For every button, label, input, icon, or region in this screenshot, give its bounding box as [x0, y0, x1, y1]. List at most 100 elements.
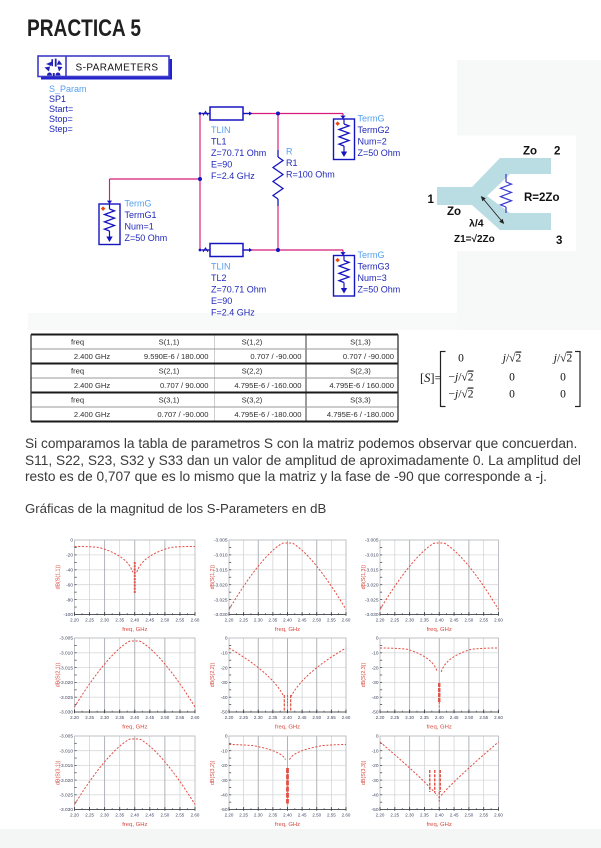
- svg-text:S(2,3): S(2,3): [350, 366, 371, 375]
- svg-text:2.50: 2.50: [161, 715, 170, 720]
- svg-text:dB(S(2,3)): dB(S(2,3)): [361, 663, 367, 688]
- svg-text:2.30: 2.30: [405, 618, 414, 623]
- svg-text:2.55: 2.55: [479, 715, 488, 720]
- svg-text:2.30: 2.30: [254, 618, 263, 623]
- svg-text:-40: -40: [372, 793, 379, 799]
- svg-text:0: 0: [70, 538, 73, 544]
- svg-text:4.795E-6 / -160.000: 4.795E-6 / -160.000: [234, 381, 301, 390]
- svg-text:S(3,3): S(3,3): [350, 395, 371, 404]
- svg-text:TermG1: TermG1: [125, 210, 157, 220]
- svg-text:-20: -20: [221, 665, 228, 671]
- svg-text:0: 0: [509, 389, 515, 401]
- svg-text:2.50: 2.50: [312, 618, 321, 623]
- svg-text:2.400 GHz: 2.400 GHz: [74, 352, 111, 361]
- svg-text:-50: -50: [372, 807, 379, 813]
- svg-text:Z=70.71 Ohm: Z=70.71 Ohm: [211, 148, 266, 158]
- svg-text:2.45: 2.45: [145, 813, 154, 818]
- svg-text:2.30: 2.30: [405, 813, 414, 818]
- svg-text:Start=: Start=: [49, 104, 73, 114]
- svg-text:Num=1: Num=1: [125, 222, 154, 232]
- svg-text:R1: R1: [286, 158, 298, 168]
- svg-text:2.25: 2.25: [85, 813, 94, 818]
- svg-text:-3.025: -3.025: [59, 793, 73, 799]
- svg-text:2.20: 2.20: [225, 618, 234, 623]
- svg-text:2.45: 2.45: [145, 715, 154, 720]
- svg-text:2.20: 2.20: [70, 715, 79, 720]
- svg-text:-40: -40: [221, 695, 228, 701]
- svg-text:2.55: 2.55: [327, 813, 336, 818]
- svg-text:-30: -30: [372, 778, 379, 784]
- svg-text:-3.010: -3.010: [59, 748, 73, 754]
- svg-text:dB(S(1,1)): dB(S(1,1)): [56, 565, 62, 590]
- svg-text:R=2Zo: R=2Zo: [524, 192, 559, 204]
- svg-text:Z=50 Ohm: Z=50 Ohm: [125, 233, 168, 243]
- svg-text:-3.020: -3.020: [59, 778, 73, 784]
- svg-text:S(1,1): S(1,1): [159, 337, 180, 346]
- svg-text:2.40: 2.40: [283, 618, 292, 623]
- svg-text:2.30: 2.30: [100, 618, 109, 623]
- svg-text:[S]=: [S]=: [420, 371, 442, 385]
- svg-text:4.795E-6 / -180.000: 4.795E-6 / -180.000: [327, 410, 394, 419]
- svg-text:2.30: 2.30: [100, 715, 109, 720]
- svg-text:2.30: 2.30: [100, 813, 109, 818]
- svg-text:0: 0: [458, 353, 464, 365]
- svg-text:0: 0: [560, 389, 566, 401]
- svg-text:-3.030: -3.030: [59, 807, 73, 813]
- svg-text:2.40: 2.40: [435, 618, 444, 623]
- svg-text:Zo: Zo: [523, 146, 537, 158]
- svg-text:2.25: 2.25: [390, 813, 399, 818]
- svg-text:2.25: 2.25: [239, 813, 248, 818]
- svg-text:-3.005: -3.005: [214, 538, 228, 544]
- svg-text:freq, GHz: freq, GHz: [275, 822, 300, 828]
- svg-text:2.60: 2.60: [494, 618, 503, 623]
- svg-text:freq: freq: [71, 395, 84, 404]
- svg-text:R: R: [286, 147, 293, 157]
- svg-text:2.60: 2.60: [342, 618, 351, 623]
- svg-text:S(2,1): S(2,1): [159, 366, 180, 375]
- svg-text:2.40: 2.40: [435, 715, 444, 720]
- svg-text:SP1: SP1: [49, 94, 66, 104]
- svg-text:-3.020: -3.020: [214, 582, 228, 588]
- svg-text:2.55: 2.55: [176, 715, 185, 720]
- svg-text:Zo: Zo: [447, 206, 461, 218]
- svg-text:-3.010: -3.010: [214, 553, 228, 559]
- svg-text:2.35: 2.35: [269, 813, 278, 818]
- svg-text:2.40: 2.40: [283, 715, 292, 720]
- svg-text:2.25: 2.25: [390, 618, 399, 623]
- svg-text:2.60: 2.60: [342, 813, 351, 818]
- svg-text:2.55: 2.55: [176, 618, 185, 623]
- svg-text:2.50: 2.50: [465, 715, 474, 720]
- svg-text:2.400 GHz: 2.400 GHz: [74, 381, 111, 390]
- svg-text:2.30: 2.30: [254, 715, 263, 720]
- svg-text:2.60: 2.60: [191, 618, 200, 623]
- svg-text:Stop=: Stop=: [49, 114, 73, 124]
- svg-text:-10: -10: [372, 651, 379, 657]
- svg-text:E=90: E=90: [211, 160, 232, 170]
- svg-text:2.45: 2.45: [450, 715, 459, 720]
- svg-text:freq, GHz: freq, GHz: [275, 627, 300, 633]
- svg-text:j/√2: j/√2: [552, 352, 573, 365]
- svg-text:2.55: 2.55: [327, 715, 336, 720]
- svg-text:Num=3: Num=3: [358, 273, 387, 283]
- svg-text:TermG3: TermG3: [358, 262, 390, 272]
- svg-text:2.35: 2.35: [269, 618, 278, 623]
- svg-text:0: 0: [376, 636, 379, 642]
- svg-text:TLIN: TLIN: [211, 262, 231, 272]
- svg-text:2.40: 2.40: [130, 715, 139, 720]
- svg-text:Z=50 Ohm: Z=50 Ohm: [358, 148, 401, 158]
- svg-text:-10: -10: [221, 748, 228, 754]
- svg-text:2.35: 2.35: [115, 813, 124, 818]
- svg-text:2.25: 2.25: [239, 715, 248, 720]
- svg-text:S-PARAMETERS: S-PARAMETERS: [76, 63, 159, 74]
- svg-text:-40: -40: [66, 568, 73, 574]
- svg-text:F=2.4 GHz: F=2.4 GHz: [211, 171, 255, 181]
- svg-text:-60: -60: [66, 582, 73, 588]
- svg-text:2.50: 2.50: [312, 715, 321, 720]
- svg-text:0.707 / 90.000: 0.707 / 90.000: [160, 381, 209, 390]
- svg-text:dB(S(2,1)): dB(S(2,1)): [56, 663, 62, 688]
- svg-text:2.35: 2.35: [420, 813, 429, 818]
- svg-text:2.45: 2.45: [298, 813, 307, 818]
- svg-text:-3.005: -3.005: [59, 734, 73, 740]
- svg-text:0: 0: [560, 372, 566, 384]
- svg-text:Z1=√2Zo: Z1=√2Zo: [454, 234, 495, 245]
